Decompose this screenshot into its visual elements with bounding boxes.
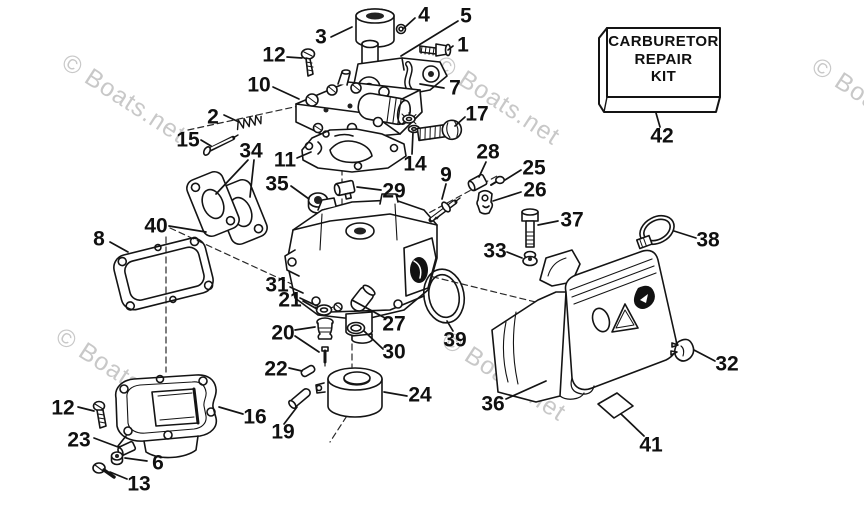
part-label-7: 7: [449, 76, 461, 100]
part-label-4: 4: [418, 3, 430, 27]
part-label-25: 25: [522, 156, 546, 180]
repair-kit-box: [598, 27, 721, 113]
part-30-oring: [346, 321, 366, 335]
part-label-19: 19: [271, 420, 295, 444]
part-6-nut: [110, 451, 124, 466]
part-label-17: 17: [465, 102, 489, 126]
part-2-spring: [236, 114, 262, 131]
part-12-screw-top: [300, 48, 316, 77]
part-20-float-valve: [316, 317, 334, 367]
part-label-34: 34: [239, 139, 263, 163]
repair-kit-line-3: KIT: [650, 68, 677, 85]
part-38-clamp: [635, 214, 675, 250]
part-label-10: 10: [247, 73, 271, 97]
part-22-pin: [300, 364, 316, 378]
part-label-8: 8: [93, 227, 105, 251]
part-label-39: 39: [443, 328, 467, 352]
part-26-clip: [476, 189, 494, 215]
part-label-38: 38: [696, 228, 720, 252]
part-29-plug: [333, 179, 356, 200]
part-label-3: 3: [315, 25, 327, 49]
repair-kit-line-2: REPAIR: [634, 50, 693, 68]
part-23-pin: [117, 440, 137, 457]
part-32-knob: [670, 338, 695, 362]
part-label-33: 33: [483, 239, 507, 263]
part-label-36: 36: [481, 392, 505, 416]
part-label-5: 5: [460, 4, 472, 28]
part-label-2: 2: [207, 105, 219, 129]
part-label-6: 6: [152, 451, 164, 475]
part-label-32: 32: [715, 352, 739, 376]
part-label-27: 27: [382, 312, 406, 336]
repair-kit-line-1: CARBURETOR: [608, 33, 719, 50]
part-label-41: 41: [639, 433, 663, 457]
part-label-16: 16: [243, 405, 267, 429]
part-4-ring: [395, 23, 407, 35]
part-8-gasket: [113, 236, 214, 311]
part-label-14: 14: [403, 152, 427, 176]
part-label-35: 35: [265, 172, 289, 196]
part-33-nut: [522, 250, 538, 267]
part-label-13: 13: [127, 472, 151, 496]
part-15-needle-valve: [202, 134, 239, 156]
part-13-screw: [92, 462, 116, 479]
part-28-bushing: [467, 173, 488, 192]
part-label-15: 15: [176, 128, 200, 152]
part-label-40: 40: [144, 214, 168, 238]
part-16-float-bowl: [114, 374, 218, 459]
part-12-screw-bottom: [92, 400, 107, 429]
part-label-11: 11: [273, 148, 297, 172]
part-label-29: 29: [382, 179, 406, 203]
part-label-1: 1: [457, 33, 469, 57]
leader-lines: [77, 17, 716, 480]
part-label-31: 31: [265, 273, 289, 297]
part-label-24: 24: [408, 383, 432, 407]
part-41-decal: [597, 392, 634, 419]
part-9-needle: [428, 197, 461, 223]
part-label-42: 42: [650, 124, 674, 148]
part-34-spacers: [186, 170, 268, 246]
part-36-air-silencer: [491, 249, 678, 403]
part-label-20: 20: [271, 321, 295, 345]
part-label-22: 22: [264, 357, 288, 381]
part-1-screw: [419, 43, 452, 57]
part-label-12: 12: [262, 43, 286, 67]
part-21-ring: [314, 304, 334, 316]
part-label-23: 23: [67, 428, 91, 452]
part-label-37: 37: [560, 208, 584, 232]
part-3-pump-cap: [355, 8, 395, 48]
part-24-float: [315, 367, 383, 418]
part-label-28: 28: [476, 140, 500, 164]
part-carburetor-body: [284, 193, 438, 344]
part-label-21: 21: [278, 288, 302, 312]
part-37-bolt: [521, 208, 539, 248]
part-label-26: 26: [523, 178, 547, 202]
part-11-gasket: [301, 128, 407, 173]
part-label-9: 9: [440, 163, 452, 187]
repair-kit-label: CARBURETOR REPAIR KIT: [607, 33, 720, 86]
part-label-12b: 12: [51, 396, 75, 420]
part-label-30: 30: [382, 340, 406, 364]
part-19-pin: [288, 388, 311, 410]
part-17-screw: [416, 119, 463, 142]
